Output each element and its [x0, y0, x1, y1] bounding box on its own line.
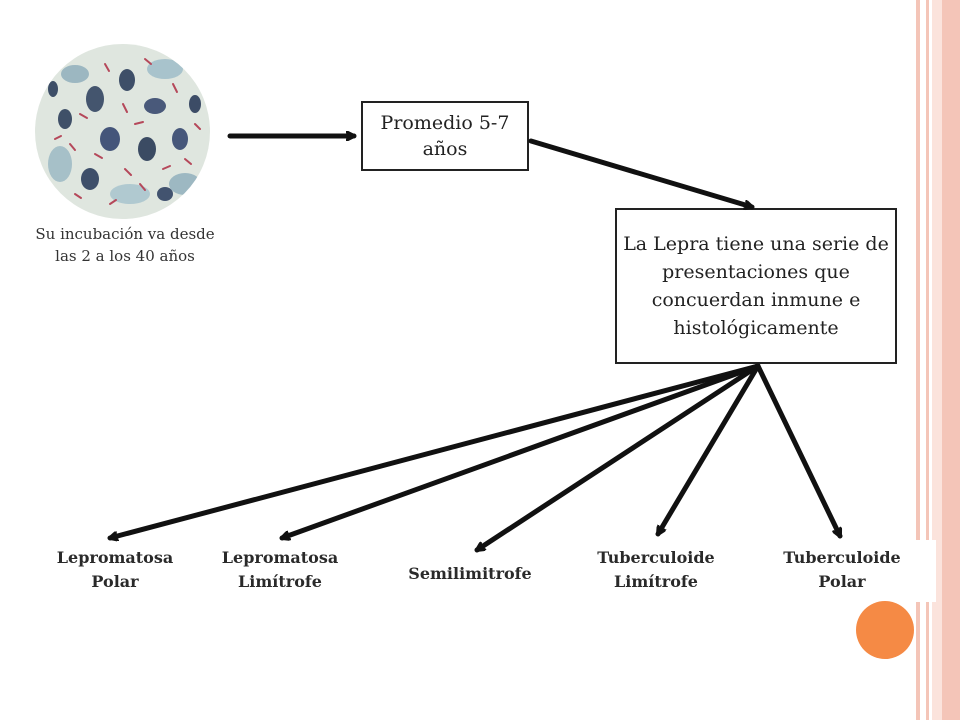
- incubation-average-text: Promedio 5-7 años: [380, 112, 510, 160]
- leaf-semilimitrofe: Semilimitrofe: [380, 562, 560, 586]
- incubation-average-box: Promedio 5-7 años: [361, 101, 529, 171]
- leaf-line: Tuberculoide: [783, 548, 901, 567]
- leaf-tuberculoide-polar: Tuberculoide Polar: [752, 546, 932, 594]
- leaf-line: Tuberculoide: [597, 548, 715, 567]
- presentations-text: La Lepra tiene una serie de presentacion…: [623, 233, 889, 339]
- leaf-line: Lepromatosa: [221, 548, 339, 567]
- presentations-box: La Lepra tiene una serie de presentacion…: [615, 208, 897, 364]
- arrow-to-tuberculoide-polar: [755, 363, 843, 539]
- incubation-caption: Su incubación va desde las 2 a los 40 añ…: [35, 225, 215, 265]
- arrow-to-semilimitrofe: [474, 363, 761, 553]
- micrograph-image: [35, 44, 210, 219]
- leaf-lepromatosa-polar: Lepromatosa Polar: [25, 546, 205, 594]
- leaf-line: Limítrofe: [238, 572, 322, 591]
- leaf-lepromatosa-limitrofe: Lepromatosa Limítrofe: [190, 546, 370, 594]
- arrow-to-lepromatosa-limitrofe: [279, 363, 761, 538]
- leaf-line: Limítrofe: [614, 572, 698, 591]
- orange-circle-decoration: [856, 601, 914, 659]
- leaf-line: Polar: [91, 572, 139, 591]
- leaf-line: Polar: [818, 572, 866, 591]
- leaf-line: Lepromatosa: [56, 548, 174, 567]
- arrow-to-tuberculoide-limitrofe: [655, 363, 761, 537]
- arrow-box-to-presentations: [528, 138, 755, 207]
- arrow-to-lepromatosa-polar: [107, 363, 761, 538]
- decorative-stripes: [916, 0, 960, 720]
- leaf-tuberculoide-limitrofe: Tuberculoide Limítrofe: [566, 546, 746, 594]
- leaf-line: Semilimitrofe: [408, 564, 532, 583]
